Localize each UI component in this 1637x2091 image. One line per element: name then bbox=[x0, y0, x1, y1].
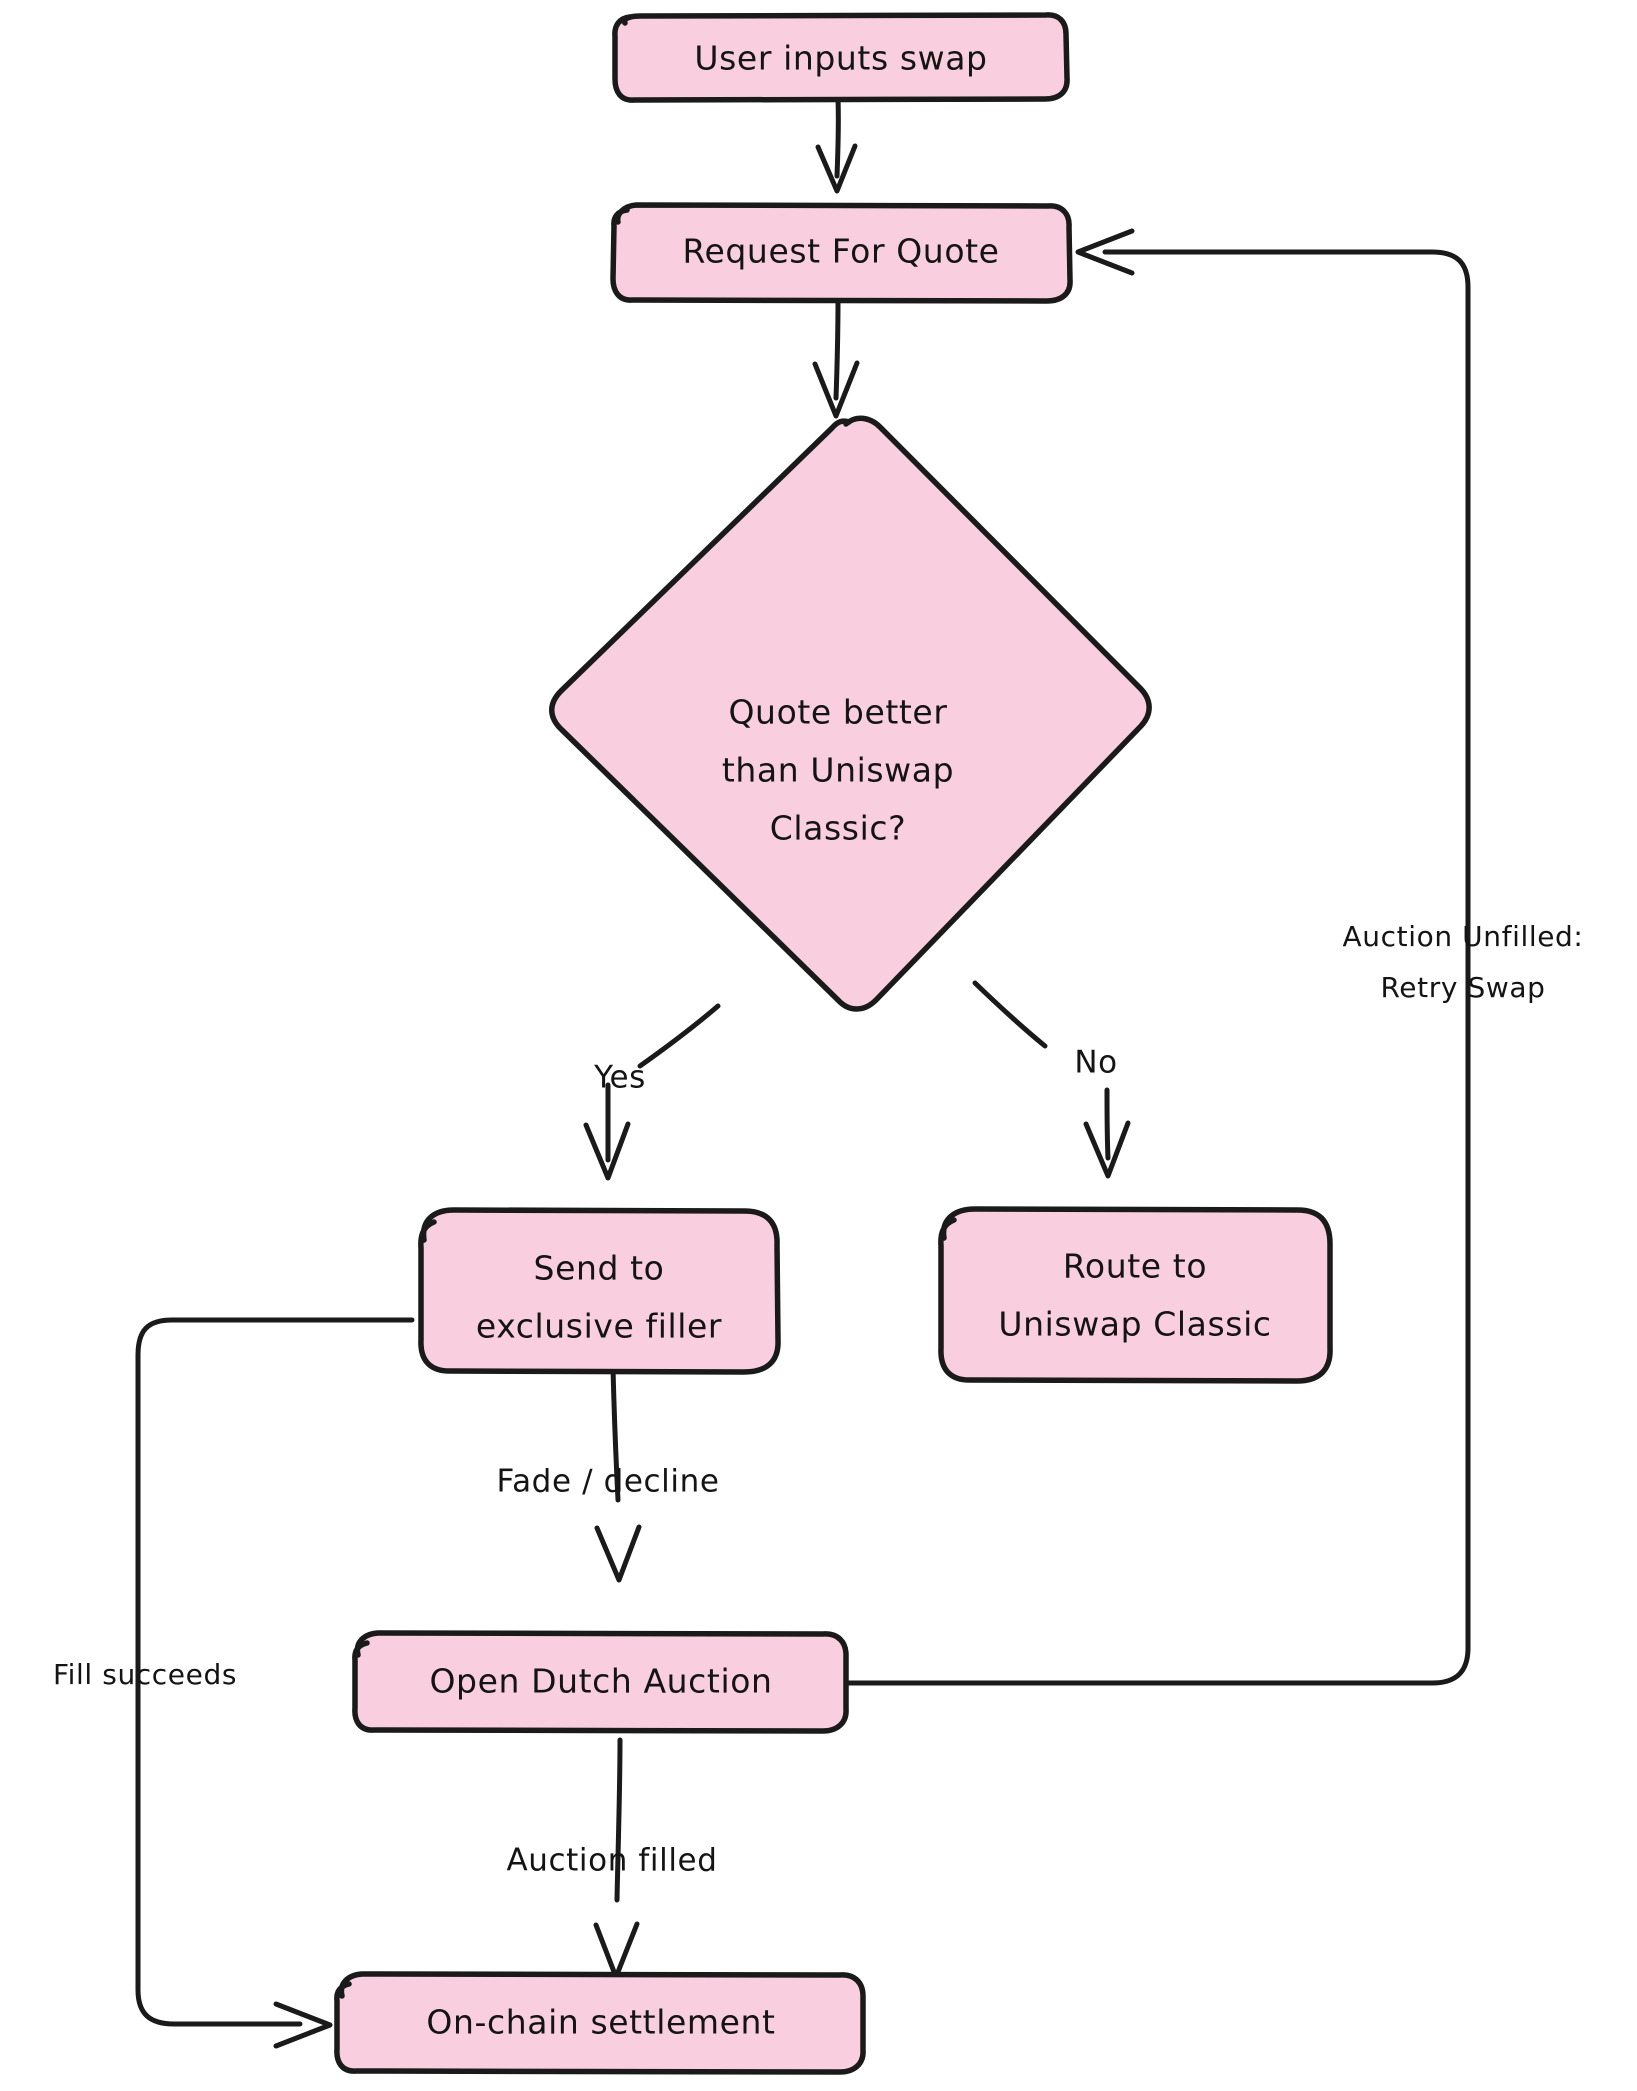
edge-decision-to-exclusive-filler: Yes bbox=[583, 1003, 721, 1181]
edge-line-loop bbox=[135, 1317, 415, 2027]
edge-label-fade-decline: Fade / decline bbox=[496, 1464, 719, 1500]
edge-label-yes: Yes bbox=[593, 1060, 646, 1096]
node-shape bbox=[334, 1971, 866, 2075]
node-shape bbox=[612, 12, 1070, 103]
node-label: Request For Quote bbox=[682, 232, 999, 271]
edge-line bbox=[610, 1364, 621, 1503]
node-open-dutch-auction[interactable]: Open Dutch Auction bbox=[352, 1630, 849, 1734]
edge-rfq-to-decision bbox=[812, 297, 860, 419]
arrowhead-icon bbox=[273, 2001, 333, 2049]
node-shape bbox=[352, 1630, 849, 1734]
node-shape bbox=[549, 415, 1152, 1012]
edge-line bbox=[834, 96, 841, 179]
node-shape bbox=[418, 1207, 781, 1375]
node-label: Open Dutch Auction bbox=[429, 1662, 772, 1701]
edge-label-no: No bbox=[1074, 1045, 1117, 1081]
edge-label-fill-succeeds: Fill succeeds bbox=[53, 1658, 237, 1691]
edge-label-auction-unfilled-line2: Retry Swap bbox=[1381, 971, 1546, 1004]
node-label-line2: than Uniswap bbox=[722, 751, 954, 790]
edge-label-auction-unfilled-line1: Auction Unfilled: bbox=[1343, 920, 1584, 953]
arrowhead-icon bbox=[593, 1921, 640, 1980]
node-on-chain-settlement[interactable]: On-chain settlement bbox=[334, 1971, 866, 2075]
node-label-line3: Classic? bbox=[770, 809, 906, 848]
node-shape bbox=[938, 1206, 1333, 1384]
node-quote-better-than-uniswap-classic[interactable]: Quote better than Uniswap Classic? bbox=[549, 415, 1152, 1012]
edge-line-diagonal bbox=[637, 1003, 721, 1069]
node-label-line2: exclusive filler bbox=[476, 1307, 722, 1346]
arrowhead-icon bbox=[1075, 228, 1135, 276]
arrowhead-icon bbox=[1083, 1120, 1131, 1179]
arrowhead-icon bbox=[583, 1121, 631, 1181]
node-route-to-uniswap-classic[interactable]: Route to Uniswap Classic bbox=[938, 1206, 1333, 1384]
edge-line-loop bbox=[837, 249, 1471, 1686]
node-label-line1: Route to bbox=[1063, 1247, 1207, 1286]
arrowhead-icon bbox=[812, 360, 860, 419]
edge-exclusive-filler-to-settlement: Fill succeeds bbox=[53, 1317, 415, 2049]
edge-line-diagonal bbox=[972, 980, 1048, 1049]
node-send-to-exclusive-filler[interactable]: Send to exclusive filler bbox=[418, 1207, 781, 1375]
node-label: On-chain settlement bbox=[426, 2003, 775, 2042]
edge-user-input-to-rfq bbox=[815, 96, 858, 194]
node-label-line2: Uniswap Classic bbox=[998, 1305, 1271, 1344]
arrowhead-icon bbox=[594, 1524, 642, 1583]
arrowhead-icon bbox=[815, 143, 858, 194]
node-label: User inputs swap bbox=[694, 39, 987, 78]
edge-dutch-auction-to-rfq: Auction Unfilled: Retry Swap bbox=[837, 228, 1584, 1686]
edge-line bbox=[614, 1737, 623, 1903]
edge-decision-to-uniswap-classic: No bbox=[972, 980, 1131, 1179]
node-shape bbox=[610, 202, 1073, 304]
edge-line bbox=[833, 297, 841, 401]
node-user-inputs-swap[interactable]: User inputs swap bbox=[612, 12, 1070, 103]
edge-label-auction-filled: Auction filled bbox=[506, 1843, 717, 1879]
node-label-line1: Quote better bbox=[728, 693, 947, 732]
edge-line-vertical bbox=[1104, 1087, 1111, 1161]
node-label-line1: Send to bbox=[534, 1249, 665, 1288]
edge-dutch-auction-to-settlement: Auction filled bbox=[506, 1737, 717, 1980]
node-request-for-quote[interactable]: Request For Quote bbox=[610, 202, 1073, 304]
edge-exclusive-filler-to-dutch-auction: Fade / decline bbox=[496, 1364, 719, 1583]
